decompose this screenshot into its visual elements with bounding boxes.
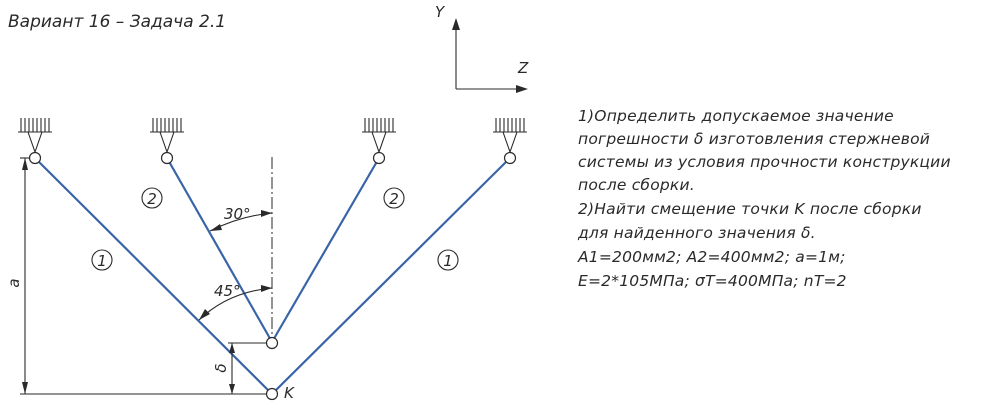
task-line-2: погрешности δ изготовления стержневой	[578, 130, 930, 148]
support-1-right	[493, 118, 527, 154]
delta-label: δ	[212, 363, 230, 372]
y-axis-label: Y	[435, 3, 446, 21]
task-line-7: A1=200мм2; A2=400мм2; a=1м;	[577, 248, 846, 266]
task-line-3: системы из условия прочности конструкции	[578, 153, 951, 171]
task-line-4: после сборки.	[578, 176, 695, 194]
task-line-8: E=2*105МПа; σT=400МПа; nT=2	[578, 272, 847, 290]
dim-a-label: a	[5, 278, 23, 287]
hinge-1-left	[28, 151, 42, 165]
hinge-rod2-end	[265, 336, 279, 350]
support-2-left	[150, 118, 184, 154]
rod-1-left-number: 1	[97, 252, 107, 270]
task-line-5: 2)Найти смещение точки K после сборки	[578, 200, 922, 218]
z-axis-label: Z	[517, 59, 529, 77]
angle-45-label: 45°	[214, 282, 241, 300]
hinge-k	[265, 387, 279, 401]
point-k-label: K	[284, 384, 295, 402]
hinge-2-right	[372, 151, 386, 165]
rod-2-right-number: 2	[389, 190, 399, 208]
variant-title: Вариант 16 – Задача 2.1	[8, 12, 226, 32]
support-2-right	[362, 118, 396, 154]
task-text: 1)Определить допускаемое значение погреш…	[577, 107, 951, 290]
support-1-left	[18, 118, 52, 154]
dimension-delta: δ	[212, 342, 267, 394]
rod-1-right-number: 1	[443, 252, 453, 270]
rod-2-left	[166, 157, 273, 343]
hinge-2-left	[160, 151, 174, 165]
task-line-1: 1)Определить допускаемое значение	[578, 107, 894, 125]
dimension-a: a	[5, 157, 268, 395]
coordinate-axes: Y Z	[435, 3, 529, 93]
task-line-6: для найденного значения δ.	[577, 224, 816, 242]
angle-30-label: 30°	[224, 205, 251, 223]
rod-2-right	[271, 157, 380, 343]
rod-2-left-number: 2	[147, 190, 157, 208]
rod-1-right	[271, 157, 511, 395]
hinge-1-right	[503, 151, 517, 165]
